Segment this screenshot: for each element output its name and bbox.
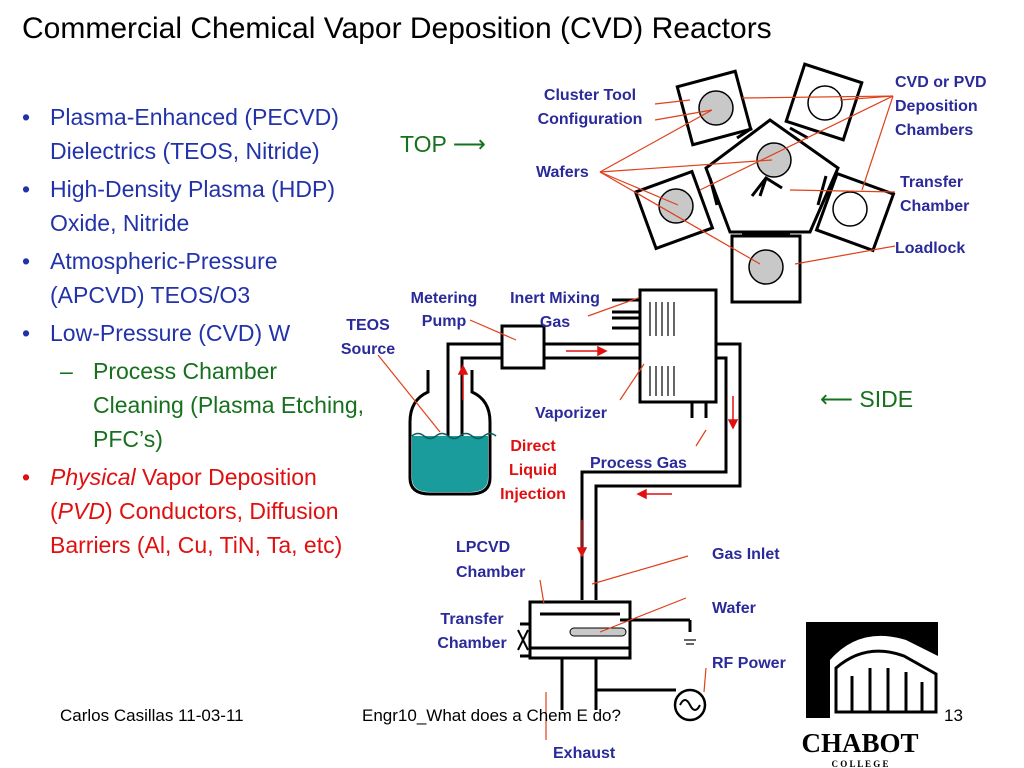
- wafer-side: [569, 627, 627, 637]
- metering-pump-label: Metering: [411, 290, 478, 307]
- wafer-circle: [658, 188, 694, 224]
- bullet-marker: •: [22, 464, 31, 490]
- wafer-circle: [756, 142, 792, 178]
- cluster-tool-top-view: [633, 62, 896, 304]
- transfer-chamber-label-2: Chamber: [900, 198, 969, 215]
- footer-author: Carlos Casillas 11-03-11: [60, 706, 244, 725]
- top-label: TOP ⟶: [400, 131, 486, 157]
- slide-title: Commercial Chemical Vapor Deposition (CV…: [22, 12, 772, 45]
- teos-source-label-2: Source: [341, 341, 395, 358]
- wafer-circle: [832, 191, 868, 227]
- bullet-text-mid: Vapor Deposition (: [50, 464, 317, 524]
- transfer-chamber-label: Transfer: [900, 174, 963, 191]
- bullet-hdp: • High-Density Plasma (HDP) Oxide, Nitrid…: [20, 172, 365, 240]
- metering-pump: [500, 324, 546, 370]
- bullet-marker: •: [22, 248, 31, 274]
- robot-arm: [750, 176, 783, 197]
- process-gas-label: Process Gas: [590, 455, 687, 472]
- sub-bullet-cleaning: –Process Chamber Cleaning (Plasma Etchin…: [20, 354, 365, 456]
- cvd-pvd-label: CVD or PVD: [895, 74, 987, 91]
- lpcvd-chamber-label-2: Chamber: [456, 564, 525, 581]
- vaporizer-label: Vaporizer: [535, 405, 607, 422]
- cluster-tool-label-2: Configuration: [538, 111, 643, 128]
- bullet-text: Plasma-Enhanced (PECVD) Dielectrics (TEO…: [50, 104, 339, 164]
- rf-power-label: RF Power: [712, 655, 786, 672]
- teos-source-label: TEOS: [346, 317, 390, 334]
- bullet-text: Process Chamber Cleaning (Plasma Etching…: [93, 358, 365, 452]
- bullet-marker: •: [22, 104, 31, 130]
- teos-bottle: [408, 370, 492, 496]
- side-view: [408, 288, 742, 710]
- bullet-text-rest: ) Conductors, Diffusion Barriers (Al, Cu…: [50, 498, 343, 558]
- metering-pump-label-2: Pump: [422, 313, 467, 330]
- cvd-pvd-label-3: Chambers: [895, 122, 973, 139]
- bullet-lpcvd: • Low-Pressure (CVD) W: [20, 316, 365, 350]
- inert-gas-label-2: Gas: [540, 314, 570, 331]
- bullet-marker: •: [22, 176, 31, 202]
- dli-label-2: Liquid: [509, 462, 557, 479]
- bullet-marker: •: [22, 320, 31, 346]
- bullet-list: • Plasma-Enhanced (PECVD) Dielectrics (TE…: [20, 100, 365, 566]
- wafer-circle: [807, 85, 843, 121]
- gas-inlet-label: Gas Inlet: [712, 546, 780, 563]
- cvd-pvd-label-2: Deposition: [895, 98, 978, 115]
- loadlock-label: Loadlock: [895, 240, 965, 257]
- side-label: ⟵ SIDE: [820, 386, 913, 412]
- bullet-italic-physical: Physical: [50, 464, 136, 490]
- wafers-label: Wafers: [536, 164, 589, 181]
- wafer-circle: [748, 249, 784, 285]
- logo-sub: C O L L E G E: [831, 759, 888, 768]
- exhaust-label: Exhaust: [553, 745, 616, 762]
- dash-marker: –: [60, 358, 73, 384]
- bullet-italic-pvd: PVD: [57, 498, 105, 524]
- inert-gas-label: Inert Mixing: [510, 290, 600, 307]
- footer-course: Engr10_What does a Chem E do?: [362, 706, 621, 725]
- vaporizer: [638, 288, 718, 404]
- wafer-circle: [698, 90, 734, 126]
- transfer-valve: [517, 629, 529, 651]
- dli-label: Direct: [510, 438, 556, 455]
- transfer-side-label: Transfer: [440, 611, 503, 628]
- top-leader-lines: [599, 95, 896, 265]
- footer-page-number: 13: [944, 706, 963, 725]
- bullet-text: Atmospheric-Pressure (APCVD) TEOS/O3: [50, 248, 278, 308]
- dli-label-3: Injection: [500, 486, 566, 503]
- cluster-tool-label: Cluster Tool: [544, 87, 636, 104]
- flow-arrows: [457, 345, 739, 558]
- chabot-college-logo: CHABOT C O L L E G E: [801, 622, 938, 768]
- side-leader-lines: [377, 297, 707, 740]
- bullet-apcvd: • Atmospheric-Pressure (APCVD) TEOS/O3: [20, 244, 365, 312]
- transfer-side-label-2: Chamber: [437, 635, 506, 652]
- logo-name: CHABOT: [801, 728, 918, 758]
- bullet-pvd: • Physical Vapor Deposition (PVD) Conduct…: [20, 460, 365, 562]
- wafer-label: Wafer: [712, 600, 756, 617]
- vaporizer-fins: [649, 302, 696, 645]
- teos-liquid: [412, 436, 488, 492]
- bullet-text: High-Density Plasma (HDP) Oxide, Nitride: [50, 176, 336, 236]
- bullet-text: Low-Pressure (CVD) W: [50, 320, 291, 346]
- bullet-pecvd: • Plasma-Enhanced (PECVD) Dielectrics (TE…: [20, 100, 365, 168]
- lpcvd-chamber-label: LPCVD: [456, 539, 510, 556]
